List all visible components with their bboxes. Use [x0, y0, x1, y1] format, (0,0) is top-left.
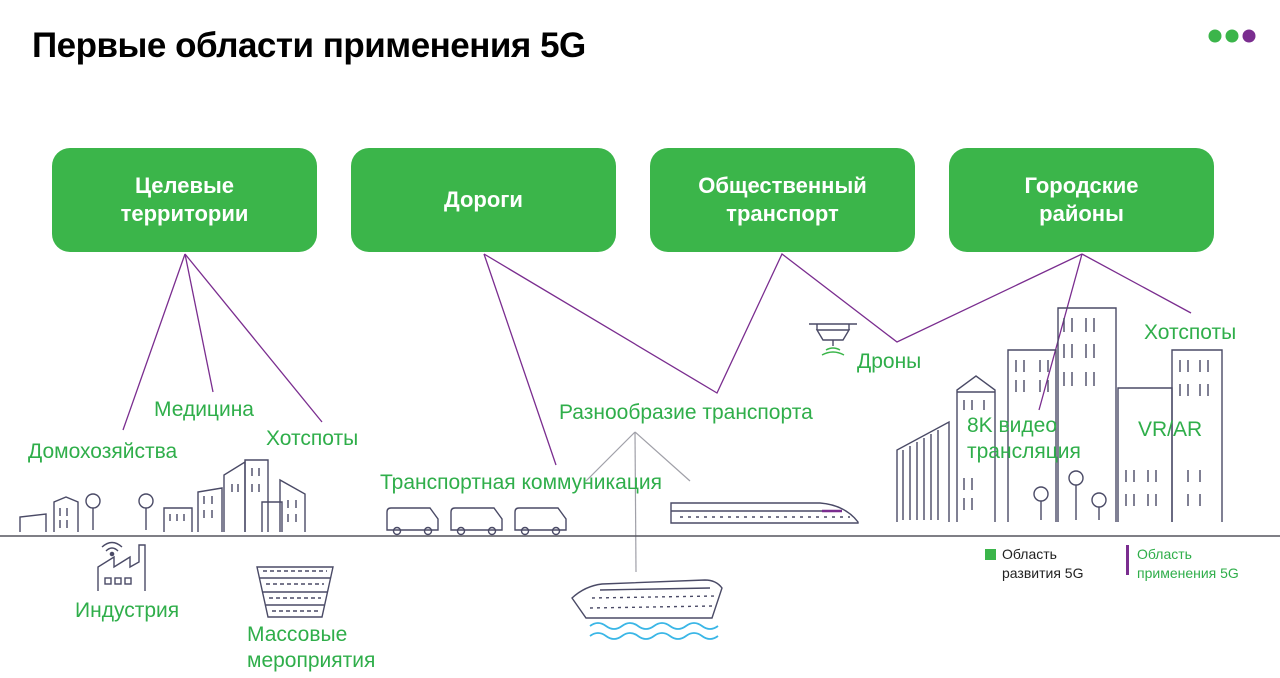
transport-fan-lines — [585, 431, 691, 573]
category-label: Целевые территории — [120, 173, 249, 226]
category-label: Дороги — [444, 187, 523, 212]
vans-icon — [386, 507, 567, 536]
three-dots-logo-icon — [1208, 29, 1256, 43]
label-industry: Индустрия — [75, 599, 180, 622]
page-title: Первые области применения 5G — [32, 26, 586, 65]
label-vr-ar: VR/AR — [1138, 418, 1203, 441]
stadium-icon — [256, 566, 334, 618]
category-label: Городские районы — [1024, 173, 1139, 226]
connector-lines — [122, 252, 1192, 466]
legend-development-label: Область развития 5G — [1002, 546, 1084, 581]
label-8k-video: 8K видео трансляция — [967, 414, 1081, 463]
factory-icon — [97, 541, 146, 591]
legend-development-swatch — [985, 549, 996, 560]
drone-icon — [809, 323, 857, 356]
category-public-transport: Общественный транспорт — [650, 148, 915, 252]
category-label: Общественный транспорт — [698, 173, 867, 226]
label-households: Домохозяйства — [28, 440, 178, 463]
legend-application-swatch — [1126, 545, 1129, 575]
label-hotspots-right: Хотспоты — [1144, 321, 1237, 344]
category-city-districts: Городские районы — [949, 148, 1214, 252]
label-transport-communication: Транспортная коммуникация — [380, 471, 662, 494]
ship-icon — [571, 579, 723, 640]
category-roads: Дороги — [351, 148, 616, 252]
right-city-buildings-icon — [896, 307, 1223, 522]
label-medicine: Медицина — [154, 398, 254, 421]
label-drones: Дроны — [857, 350, 922, 373]
label-hotspots-left: Хотспоты — [266, 427, 359, 450]
left-town-buildings-icon — [19, 459, 306, 532]
category-target-territories: Целевые территории — [52, 148, 317, 252]
legend-application-label: Область применения 5G — [1137, 546, 1239, 581]
label-transport-variety: Разнообразие транспорта — [559, 401, 813, 424]
train-icon — [670, 502, 859, 524]
label-mass-events: Массовые мероприятия — [247, 623, 376, 672]
